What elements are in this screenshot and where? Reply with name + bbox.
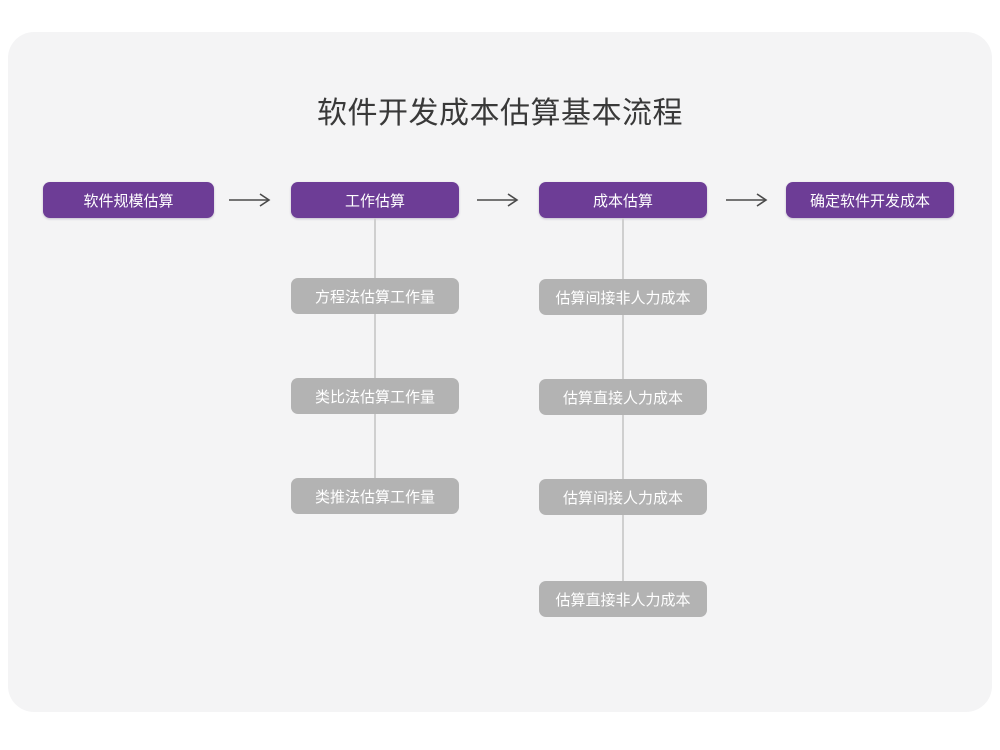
flow-arrow-2-icon: [476, 186, 522, 214]
flow-node-label: 成本估算: [592, 192, 653, 210]
flow-node-label: 工作估算: [344, 192, 405, 210]
connector-cost-4: [622, 515, 624, 581]
flow-arrow-1-icon: [228, 186, 274, 214]
sub-node-indirect-nonlabor-cost[interactable]: 估算间接非人力成本: [539, 279, 707, 315]
connector-cost-2: [622, 315, 624, 379]
flow-node-label: 软件规模估算: [83, 192, 174, 210]
sub-node-label: 类比法估算工作量: [314, 388, 435, 406]
connector-cost-1: [622, 218, 624, 279]
flow-arrow-3-icon: [725, 186, 771, 214]
connector-work-3: [374, 414, 376, 478]
sub-node-label: 方程法估算工作量: [314, 288, 435, 306]
flow-node-label: 确定软件开发成本: [809, 192, 930, 210]
flow-node-cost-estimation[interactable]: 成本估算: [539, 182, 707, 218]
diagram-card: [8, 32, 992, 712]
connector-work-1: [374, 218, 376, 278]
connector-cost-3: [622, 415, 624, 479]
sub-node-equation-method-workload[interactable]: 方程法估算工作量: [291, 278, 459, 314]
sub-node-label: 估算直接非人力成本: [555, 591, 691, 609]
sub-node-direct-nonlabor-cost[interactable]: 估算直接非人力成本: [539, 581, 707, 617]
page-title: 软件开发成本估算基本流程: [317, 97, 683, 130]
sub-node-label: 类推法估算工作量: [314, 488, 435, 506]
sub-node-label: 估算间接非人力成本: [555, 289, 691, 307]
sub-node-analogy-method-workload[interactable]: 类比法估算工作量: [291, 378, 459, 414]
sub-node-inference-method-workload[interactable]: 类推法估算工作量: [291, 478, 459, 514]
sub-node-indirect-labor-cost[interactable]: 估算间接人力成本: [539, 479, 707, 515]
flow-node-determine-development-cost[interactable]: 确定软件开发成本: [786, 182, 954, 218]
connector-work-2: [374, 314, 376, 378]
sub-node-direct-labor-cost[interactable]: 估算直接人力成本: [539, 379, 707, 415]
sub-node-label: 估算直接人力成本: [562, 389, 683, 407]
flow-node-software-scale-estimation[interactable]: 软件规模估算: [43, 182, 214, 218]
sub-node-label: 估算间接人力成本: [562, 489, 683, 507]
flow-node-work-estimation[interactable]: 工作估算: [291, 182, 459, 218]
